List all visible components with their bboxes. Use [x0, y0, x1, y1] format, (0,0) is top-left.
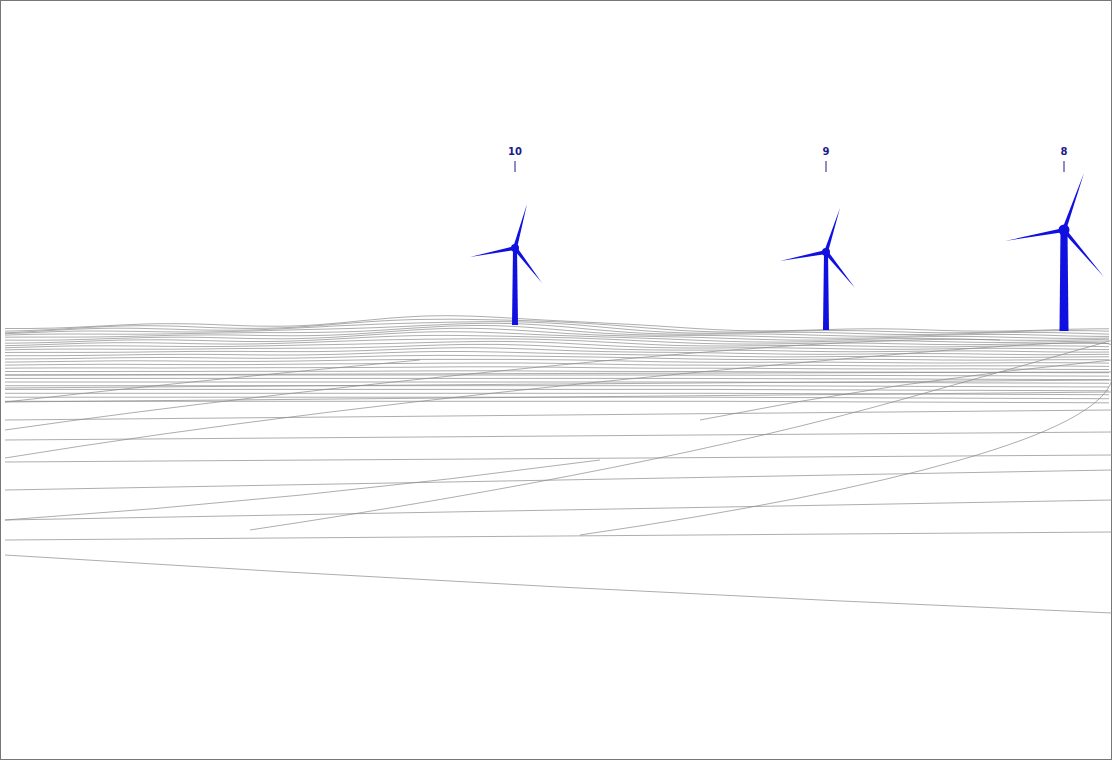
turbine-hub	[1059, 225, 1070, 236]
contour-line	[5, 389, 1109, 390]
turbine-blade	[470, 246, 515, 257]
contour-line	[5, 397, 1109, 399]
grid-line	[5, 455, 1112, 462]
grid-line	[5, 339, 1000, 430]
grid-line	[580, 380, 1112, 535]
turbine-tower	[1060, 230, 1069, 331]
grid-line	[5, 372, 1112, 375]
turbine-blade	[1005, 228, 1064, 241]
grid-line	[250, 339, 1112, 530]
contour-line	[5, 332, 1109, 343]
turbine-blade	[780, 250, 826, 261]
callout-number: 8	[1061, 146, 1068, 158]
terrain-mesh	[5, 316, 1112, 613]
callout-number: 9	[823, 146, 830, 158]
contour-line	[5, 328, 1109, 340]
turbine-hub	[822, 248, 830, 256]
contour-line	[5, 359, 1109, 363]
leader-tick	[826, 161, 827, 172]
turbine-blade	[824, 251, 855, 288]
leader-ticks	[515, 161, 1064, 172]
contour-line	[5, 355, 1109, 360]
turbine-blade	[1062, 173, 1084, 231]
grid-line	[5, 470, 1112, 490]
turbine-blade	[824, 208, 840, 253]
turbine-hub	[511, 244, 519, 252]
callout-number: 10	[508, 146, 522, 158]
contour-line	[5, 326, 1109, 339]
grid-line	[700, 360, 1112, 420]
contour-line	[5, 375, 1109, 376]
turbine-tower	[823, 252, 829, 330]
grid-line	[5, 343, 1112, 458]
grid-line	[5, 555, 1112, 613]
contour-line	[5, 344, 1109, 352]
grid-line	[5, 392, 1112, 402]
leader-tick	[1064, 161, 1065, 172]
contour-line	[5, 382, 1109, 383]
contour-line	[5, 341, 1109, 349]
turbine-blade	[1062, 229, 1104, 277]
grid-line	[5, 532, 1112, 540]
contour-line	[5, 401, 1109, 403]
contour-line	[5, 363, 1109, 366]
leader-tick	[515, 161, 516, 172]
turbine-tower	[512, 248, 518, 325]
grid-line	[5, 500, 1112, 520]
grid-line	[5, 410, 1112, 420]
contour-line	[5, 367, 1109, 370]
grid-line	[5, 460, 600, 520]
turbine-blade	[513, 247, 542, 283]
turbine-blade	[513, 204, 527, 249]
grid-line	[5, 360, 420, 402]
turbines	[470, 173, 1104, 331]
